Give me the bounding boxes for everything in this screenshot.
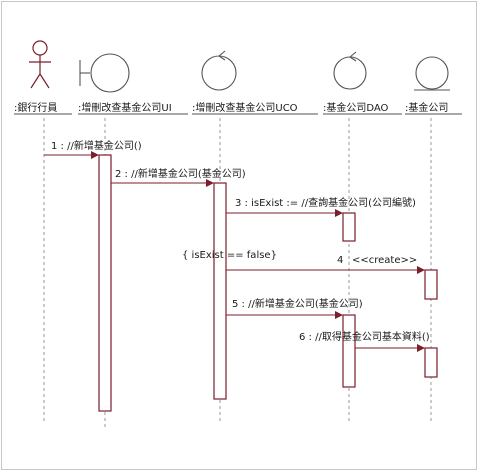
participant-label-ui: :增刪改查基金公司UI [78,101,172,114]
message-6-label: 6 : //取得基金公司基本資料() [299,330,430,343]
activation-dao-2 [342,314,356,388]
control-icon [201,50,237,91]
activation-uco [213,182,227,400]
participant-label-uco: :增刪改查基金公司UCO [192,101,298,114]
message-5-label: 5 : //新增基金公司(基金公司) [232,297,363,310]
message-2-label: 2 : //新增基金公司(基金公司) [115,167,246,180]
participant-label-actor: :銀行行員 [14,101,57,114]
message-3-label: 3 : isExist := //查詢基金公司(公司編號) [235,196,416,209]
participant-label-entity: :基金公司 [405,101,448,114]
boundary-icon [79,53,130,93]
activation-entity-1 [424,269,438,300]
participant-label-dao: :基金公司DAO [323,101,389,114]
message-4-label: 4 [337,255,343,266]
activation-dao-1 [342,212,356,242]
guard-condition: { isExist == false} [182,250,277,261]
entity-icon [414,56,450,91]
actor-icon [29,40,51,89]
message-4-stereotype: <<create>> [352,255,417,266]
activation-ui [98,154,112,412]
activation-entity-2 [424,347,438,378]
message-1-label: 1 : //新增基金公司() [51,139,142,152]
control-icon [333,51,367,90]
